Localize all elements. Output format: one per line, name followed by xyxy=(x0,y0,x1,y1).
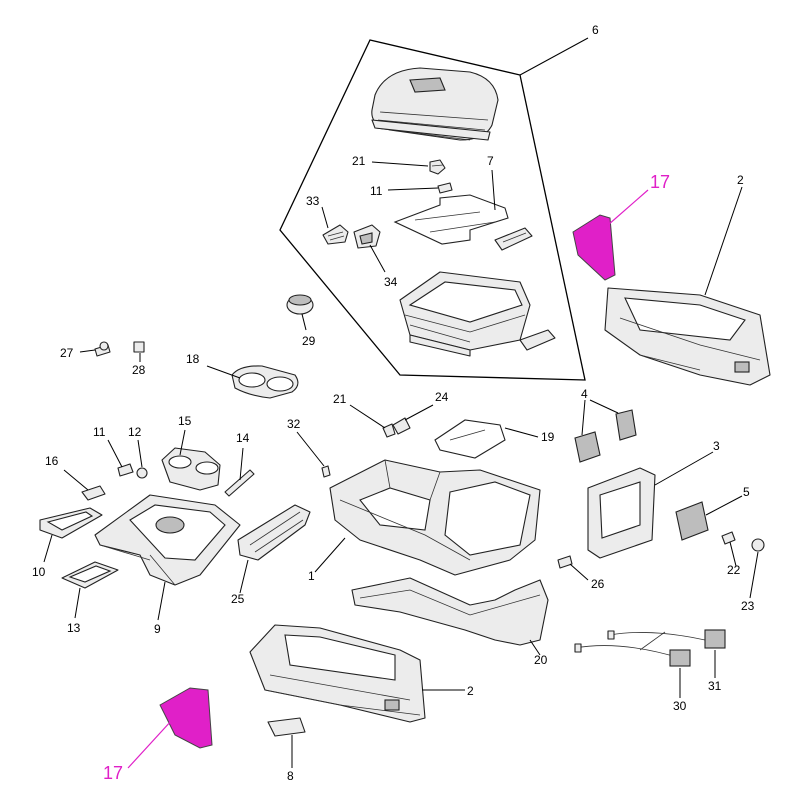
callout-13: 13 xyxy=(67,621,81,635)
part-24-fastener[interactable] xyxy=(392,417,411,435)
part-8-strip[interactable] xyxy=(267,717,306,737)
part-17-highlighted-lower[interactable] xyxy=(159,687,213,749)
part-11-screw-upper[interactable] xyxy=(437,182,453,194)
part-2-side-panel-left[interactable] xyxy=(249,624,426,723)
part-15-cupholder[interactable] xyxy=(161,447,221,491)
callout-14: 14 xyxy=(236,431,250,445)
callout-11-upper: 11 xyxy=(370,184,383,198)
leader-17-upper xyxy=(607,189,649,226)
part-27-screw[interactable] xyxy=(94,341,111,357)
part-28-nut[interactable] xyxy=(133,341,145,353)
callout-30: 30 xyxy=(673,699,687,713)
hinge-piece xyxy=(494,227,533,251)
callout-28: 28 xyxy=(132,363,146,377)
callout-20: 20 xyxy=(534,653,548,667)
part-11-screw-lower[interactable] xyxy=(117,463,134,477)
part-16-clip[interactable] xyxy=(81,485,106,501)
part-26-screw[interactable] xyxy=(557,555,573,569)
callout-16: 16 xyxy=(45,454,59,468)
part-6-armrest-lid[interactable] xyxy=(371,67,499,141)
part-29-knob[interactable] xyxy=(286,294,314,315)
callout-9: 9 xyxy=(154,622,161,636)
callout-21-lower: 21 xyxy=(333,392,347,406)
part-30-31-wiring-harness[interactable] xyxy=(574,629,726,667)
callout-18: 18 xyxy=(186,352,200,366)
callout-17-upper: 17 xyxy=(650,172,670,192)
part-2-side-panel-right[interactable] xyxy=(604,287,771,386)
part-33-latch[interactable] xyxy=(322,224,349,245)
callout-8: 8 xyxy=(287,769,294,783)
callout-31: 31 xyxy=(708,679,722,693)
part-14-strip[interactable] xyxy=(224,469,255,497)
callout-1: 1 xyxy=(308,569,315,583)
callout-29: 29 xyxy=(302,334,316,348)
armrest-assembly-outline xyxy=(279,39,586,381)
callout-24: 24 xyxy=(435,390,449,404)
part-3-rear-panel[interactable] xyxy=(587,467,656,559)
callout-33: 33 xyxy=(306,194,320,208)
callout-12: 12 xyxy=(128,425,142,439)
part-20-lower-bracket[interactable] xyxy=(351,577,549,646)
callout-11-lower: 11 xyxy=(93,425,106,439)
part-25-bracket[interactable] xyxy=(237,504,311,561)
callout-21-upper: 21 xyxy=(352,154,366,168)
part-21-clip-upper[interactable] xyxy=(429,159,446,175)
leader-17-lower xyxy=(127,719,173,769)
part-19-mat[interactable] xyxy=(434,419,506,459)
hinge-piece-lower xyxy=(519,329,556,351)
callout-3: 3 xyxy=(713,439,720,453)
part-10-tray[interactable] xyxy=(39,507,103,539)
callout-2-lower: 2 xyxy=(467,684,474,698)
callout-4: 4 xyxy=(581,387,588,401)
part-22-screw[interactable] xyxy=(721,531,736,545)
part-13-mat[interactable] xyxy=(61,561,119,589)
part-7-mat[interactable] xyxy=(393,194,509,245)
callout-6: 6 xyxy=(592,23,599,37)
callout-25: 25 xyxy=(231,592,245,606)
leader-lines xyxy=(43,37,759,768)
callout-19: 19 xyxy=(541,430,555,444)
part-17-highlighted-upper[interactable] xyxy=(572,214,616,281)
callout-32: 32 xyxy=(287,417,301,431)
callout-22: 22 xyxy=(727,563,741,577)
callout-2-upper: 2 xyxy=(737,173,744,187)
callout-7: 7 xyxy=(487,154,494,168)
callout-10: 10 xyxy=(32,565,46,579)
callout-27: 27 xyxy=(60,346,74,360)
part-4-switch-b[interactable] xyxy=(615,409,637,441)
callout-15: 15 xyxy=(178,414,192,428)
part-1-console-base[interactable] xyxy=(329,459,541,576)
callout-34: 34 xyxy=(384,275,398,289)
part-34-bracket[interactable] xyxy=(353,224,381,249)
part-21-clip-lower[interactable] xyxy=(382,423,396,438)
part-5-bracket[interactable] xyxy=(675,501,709,541)
part-18-cupholder-insert[interactable] xyxy=(231,365,299,399)
callout-5: 5 xyxy=(743,485,750,499)
part-32-screw[interactable] xyxy=(321,465,331,478)
callout-23: 23 xyxy=(741,599,755,613)
callout-26: 26 xyxy=(591,577,605,591)
armrest-bin xyxy=(399,271,531,357)
part-4-switch-a[interactable] xyxy=(574,431,601,463)
part-23-nut[interactable] xyxy=(751,538,765,552)
callout-17-lower: 17 xyxy=(103,763,123,783)
part-9-bezel[interactable] xyxy=(94,494,241,586)
part-12-nut[interactable] xyxy=(136,467,148,479)
